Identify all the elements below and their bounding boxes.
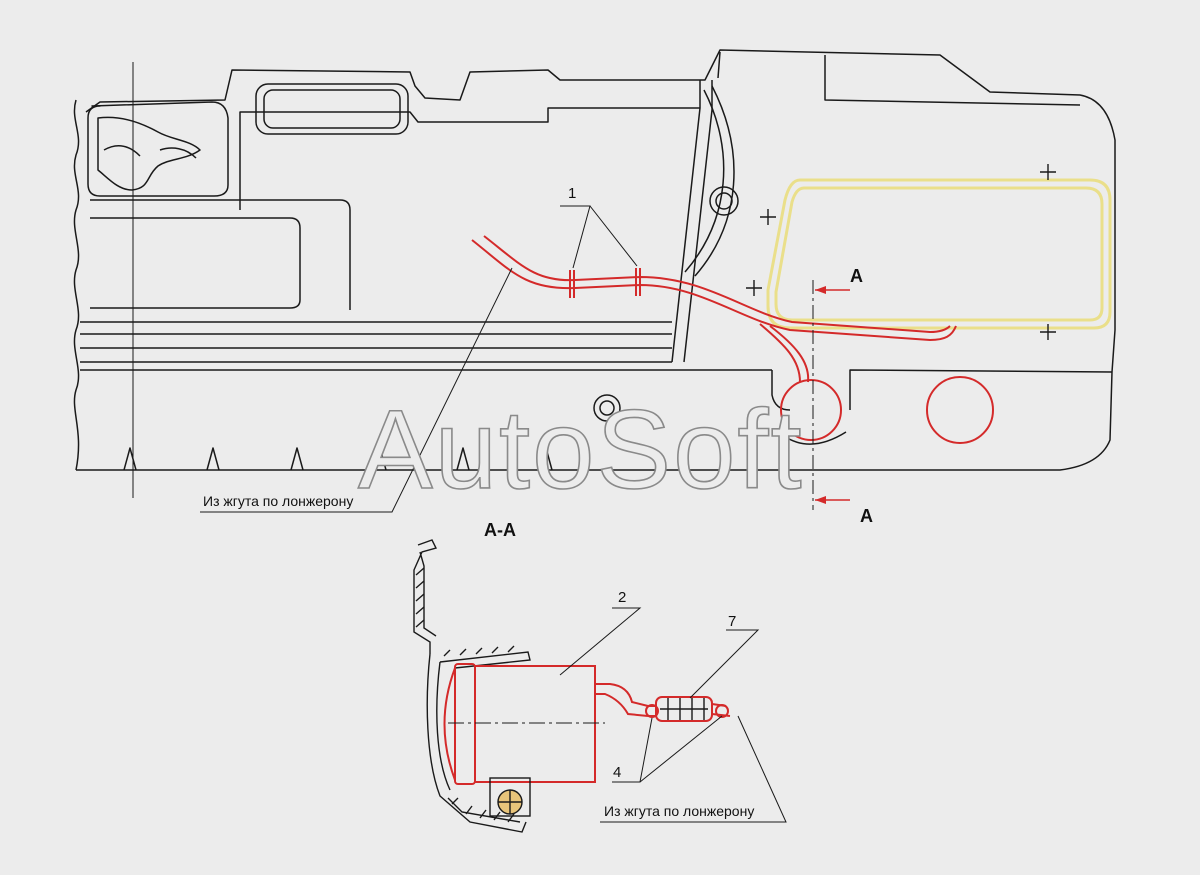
mirror-bracket (87, 101, 229, 197)
callout-1-leaders (560, 205, 638, 269)
lamp-housing (443, 663, 731, 785)
guide-tube (684, 85, 735, 277)
clamp-1 (569, 270, 575, 298)
door-recess (90, 217, 301, 309)
clamp-2 (635, 268, 641, 296)
door-recess-outer (90, 199, 351, 310)
harness-label-top: Из жгута по лонжерону (203, 493, 353, 509)
section-title: А-А (484, 520, 516, 540)
wiring-harness-top (471, 235, 994, 444)
drain-plug-upper (709, 186, 739, 216)
callout-1: 1 (568, 185, 576, 202)
lower-step (771, 369, 1113, 411)
mirror-bracket-detail-2 (103, 144, 197, 159)
section-leaders (559, 607, 787, 823)
connector-ribs (660, 698, 708, 720)
window-seal (766, 178, 1112, 330)
side-lamp (780, 379, 842, 441)
door-handle-recess (255, 83, 409, 135)
section-label-top: A (850, 266, 863, 286)
plus-markers (746, 164, 1056, 340)
callout-4: 4 (613, 764, 621, 781)
door-handle-recess-inner (263, 89, 401, 129)
drain-plug-lower (593, 394, 621, 422)
panel-outline (76, 49, 1116, 471)
teeth-row (123, 447, 553, 471)
section-bracket (413, 539, 531, 833)
connector-body (655, 696, 713, 722)
harness-label-top-leader (200, 267, 513, 513)
callout-7: 7 (728, 613, 736, 630)
cab-side-panel (73, 49, 1116, 471)
door-edge (671, 80, 713, 363)
lamp-fastener (489, 777, 531, 817)
watermark: AutoSoft (358, 387, 804, 512)
door-inner-panel (239, 107, 700, 210)
drain-plug-lower-inner (599, 400, 615, 416)
mirror-bracket-detail (97, 116, 201, 191)
callout-2: 2 (618, 589, 626, 606)
rear-top-contour (717, 51, 1081, 106)
side-lamp-opening (926, 376, 994, 444)
section-label-bottom: A (860, 506, 873, 526)
section-line-a (812, 280, 850, 510)
harness-label-bottom: Из жгута по лонжерону (604, 803, 754, 819)
break-line (73, 99, 80, 471)
